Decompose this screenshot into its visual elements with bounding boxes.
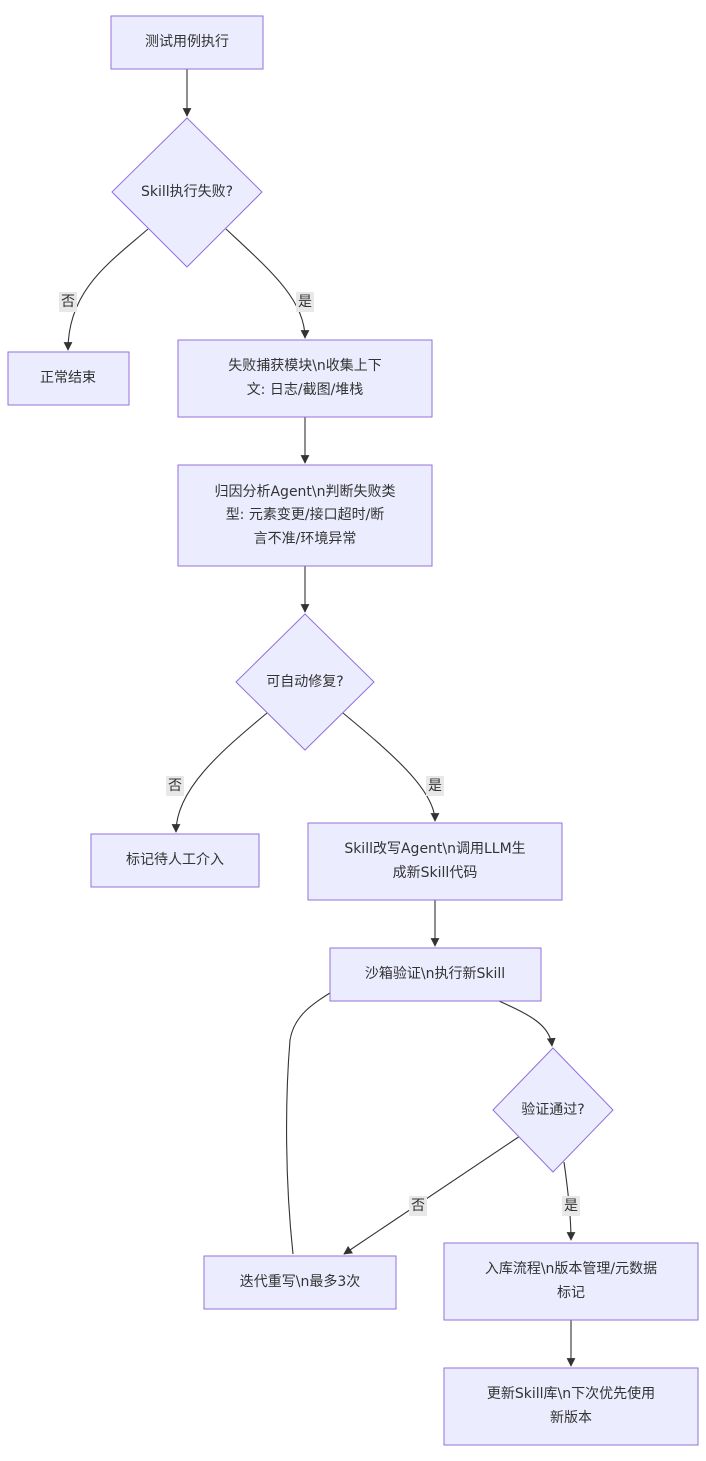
node-normal-end: 正常结束	[7, 351, 130, 406]
label-verify-no: 否	[411, 1198, 425, 1214]
svg-text:新版本: 新版本	[550, 1410, 592, 1426]
svg-text:迭代重写\n最多3次: 迭代重写\n最多3次	[240, 1273, 361, 1290]
label-fix-no: 否	[168, 778, 182, 794]
label-verify-yes: 是	[564, 1198, 578, 1214]
node-sandbox: 沙箱验证\n执行新Skill	[329, 947, 542, 1002]
svg-text:归因分析Agent\n判断失败类: 归因分析Agent\n判断失败类	[214, 483, 395, 500]
svg-text:正常结束: 正常结束	[40, 370, 96, 386]
node-manual-intervention: 标记待人工介入	[90, 833, 260, 888]
svg-text:验证通过?: 验证通过?	[521, 1102, 584, 1118]
node-failure-capture: 失败捕获模块\n收集上下 文: 日志/截图/堆栈	[177, 339, 433, 418]
svg-text:失败捕获模块\n收集上下: 失败捕获模块\n收集上下	[228, 357, 382, 374]
node-start: 测试用例执行	[110, 15, 264, 70]
svg-text:入库流程\n版本管理/元数据: 入库流程\n版本管理/元数据	[485, 1261, 657, 1277]
label-fix-yes: 是	[428, 778, 442, 794]
node-iterate: 迭代重写\n最多3次	[203, 1255, 397, 1310]
svg-text:可自动修复?: 可自动修复?	[266, 673, 343, 690]
edge-labels: 否 是 否 是 否 是	[59, 292, 580, 1216]
svg-text:型: 元素变更/接口超时/断: 型: 元素变更/接口超时/断	[226, 506, 385, 523]
node-attribution-agent: 归因分析Agent\n判断失败类 型: 元素变更/接口超时/断 言不准/环境异常	[177, 464, 433, 567]
edge-auto-fix-no	[171, 712, 268, 833]
node-fail-check: Skill执行失败?	[111, 117, 263, 268]
node-skill-rewrite-agent: Skill改写Agent\n调用LLM生 成新Skill代码	[307, 822, 563, 901]
node-verify: 验证通过?	[492, 1047, 614, 1173]
svg-text:更新Skill库\n下次优先使用: 更新Skill库\n下次优先使用	[487, 1385, 655, 1402]
node-auto-fix: 可自动修复?	[235, 613, 375, 751]
node-store: 入库流程\n版本管理/元数据 标记	[443, 1242, 699, 1321]
edge-fail-check-yes	[225, 228, 310, 339]
svg-text:标记: 标记	[557, 1285, 585, 1301]
svg-text:Skill执行失败?: Skill执行失败?	[141, 184, 233, 200]
node-update-library: 更新Skill库\n下次优先使用 新版本	[443, 1367, 699, 1446]
svg-text:沙箱验证\n执行新Skill: 沙箱验证\n执行新Skill	[365, 966, 505, 982]
edge-sandbox-to-verify	[498, 1000, 556, 1047]
edge-verify-no	[343, 1135, 521, 1255]
edge-fail-check-no	[63, 228, 149, 351]
svg-text:文: 日志/截图/堆栈: 文: 日志/截图/堆栈	[247, 382, 364, 398]
svg-text:Skill改写Agent\n调用LLM生: Skill改写Agent\n调用LLM生	[344, 841, 525, 857]
edge-auto-fix-yes	[342, 712, 440, 822]
svg-text:言不准/环境异常: 言不准/环境异常	[254, 531, 357, 547]
svg-text:成新Skill代码: 成新Skill代码	[393, 865, 478, 881]
edge-iterate-to-sandbox	[286, 975, 358, 1255]
svg-text:测试用例执行: 测试用例执行	[145, 34, 229, 50]
svg-text:标记待人工介入: 标记待人工介入	[126, 852, 224, 868]
edges	[63, 69, 576, 1367]
label-fail-no: 否	[61, 294, 75, 310]
label-fail-yes: 是	[298, 294, 312, 310]
